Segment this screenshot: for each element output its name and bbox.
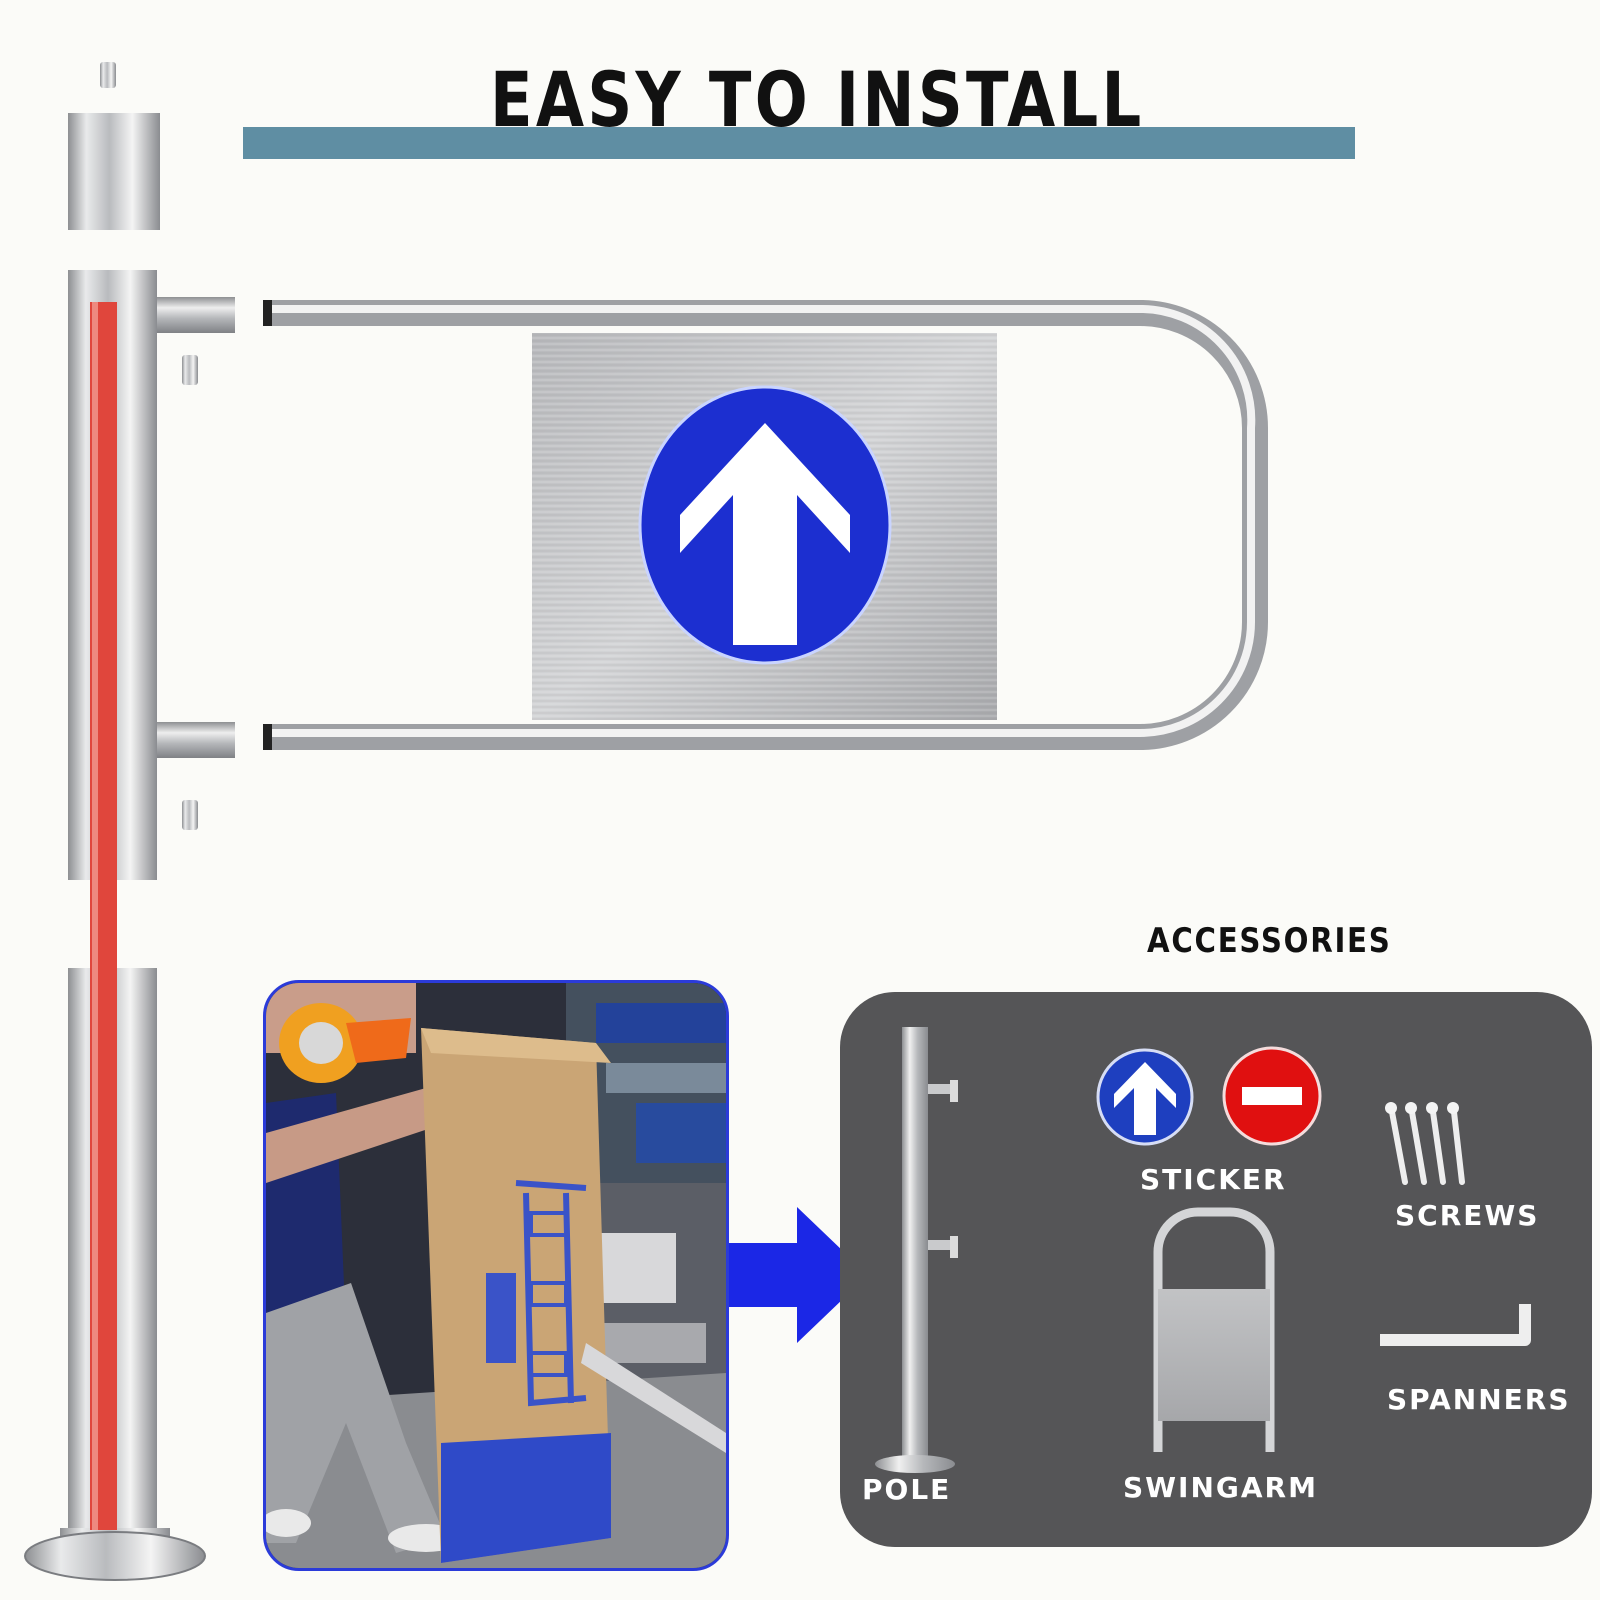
- no-entry-icon: [1222, 1046, 1322, 1146]
- screws-icon: [1389, 1109, 1465, 1185]
- install-photo: [263, 980, 729, 1571]
- accessories-title: ACCESSORIES: [1147, 921, 1392, 961]
- accessories-panel: POLE STICKER SCREWS SWINGARM SPANNERS: [840, 992, 1592, 1547]
- up-arrow-sign-icon: [638, 385, 892, 665]
- arm-connector-bottom: [157, 722, 235, 758]
- screw-low: [182, 800, 198, 830]
- swingarm-label: SWINGARM: [1123, 1471, 1318, 1504]
- pole-icon: [875, 1027, 958, 1473]
- blue-arrow-sticker-icon: [1096, 1048, 1194, 1146]
- arm-end-cap-bottom: [263, 724, 272, 750]
- install-photo-illustration: [266, 983, 726, 1568]
- page-title: EASY TO INSTALL: [490, 55, 1145, 144]
- pole-label: POLE: [862, 1473, 952, 1506]
- arm-connector-top: [157, 297, 235, 333]
- screw-mid: [182, 355, 198, 385]
- pole-cap: [68, 113, 160, 230]
- screw-top: [100, 62, 116, 88]
- screws-label: SCREWS: [1395, 1199, 1540, 1232]
- right-arrow-icon: [723, 1207, 868, 1343]
- accessories-illustrations: [875, 1027, 1531, 1473]
- spanner-icon: [1380, 1304, 1531, 1346]
- arm-end-cap-top: [263, 300, 272, 326]
- sticker-label: STICKER: [1140, 1163, 1287, 1196]
- swingarm-icon: [1153, 1207, 1275, 1452]
- pole-base-plate: [24, 1531, 206, 1581]
- spanners-label: SPANNERS: [1387, 1383, 1571, 1416]
- title-underline-bar: [243, 127, 1355, 159]
